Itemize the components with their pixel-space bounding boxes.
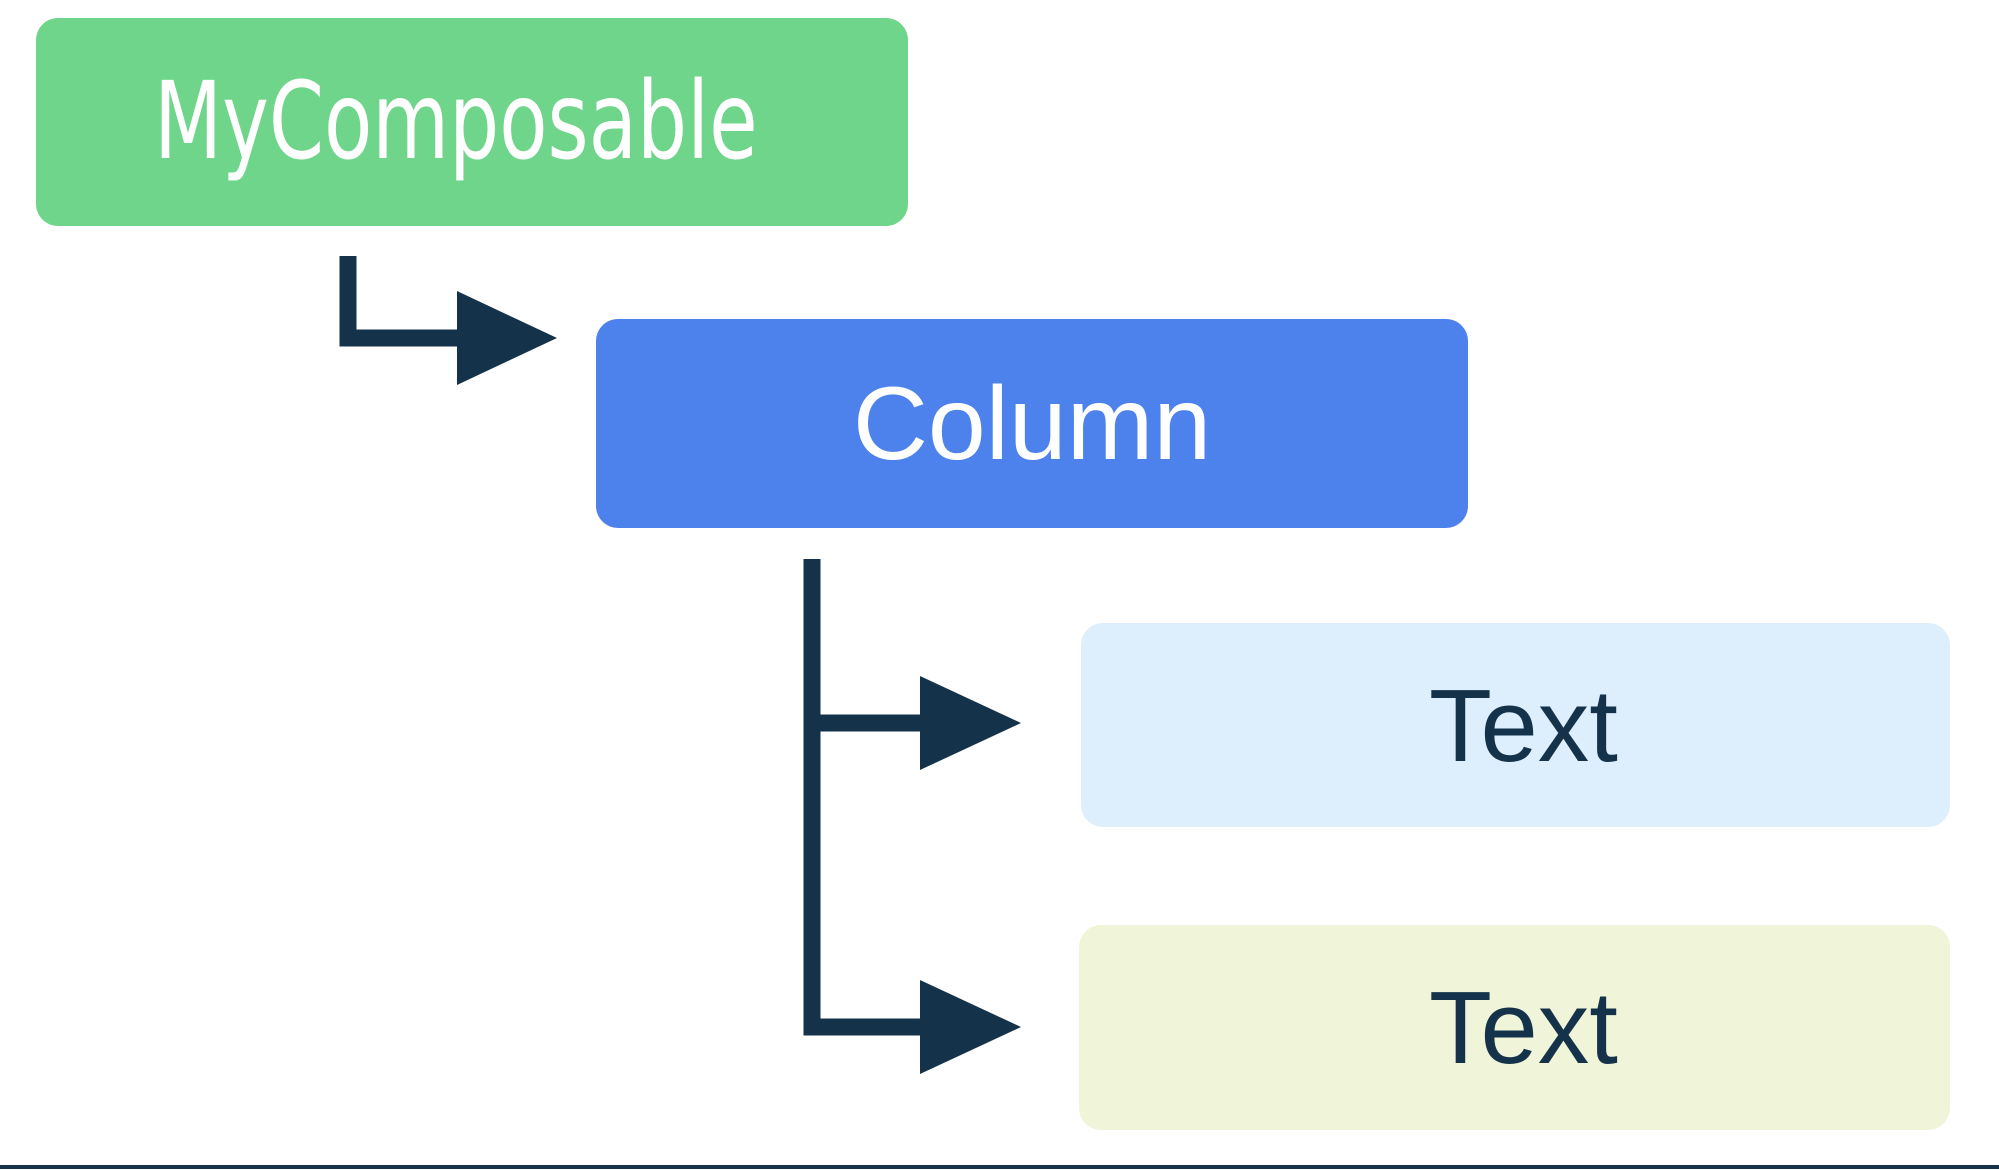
edge-root-to-column xyxy=(339,256,557,385)
node-my-composable[interactable]: MyComposable xyxy=(36,18,908,226)
node-label-text-first: Text xyxy=(1429,667,1618,783)
node-column[interactable]: Column xyxy=(596,319,1468,528)
arrowhead-icon xyxy=(920,676,1021,770)
arrowhead-icon xyxy=(920,980,1021,1074)
node-label-text-second: Text xyxy=(1429,970,1618,1085)
edge-column-to-text-2 xyxy=(803,723,1021,1074)
node-label-column: Column xyxy=(852,365,1212,482)
edge-column-to-text-1 xyxy=(803,559,1021,770)
node-label-my-composable: MyComposable xyxy=(154,59,758,184)
node-text-first[interactable]: Text xyxy=(1081,623,1950,827)
node-text-second[interactable]: Text xyxy=(1079,925,1950,1130)
arrowhead-icon xyxy=(457,291,557,385)
bottom-divider xyxy=(0,1165,1999,1169)
